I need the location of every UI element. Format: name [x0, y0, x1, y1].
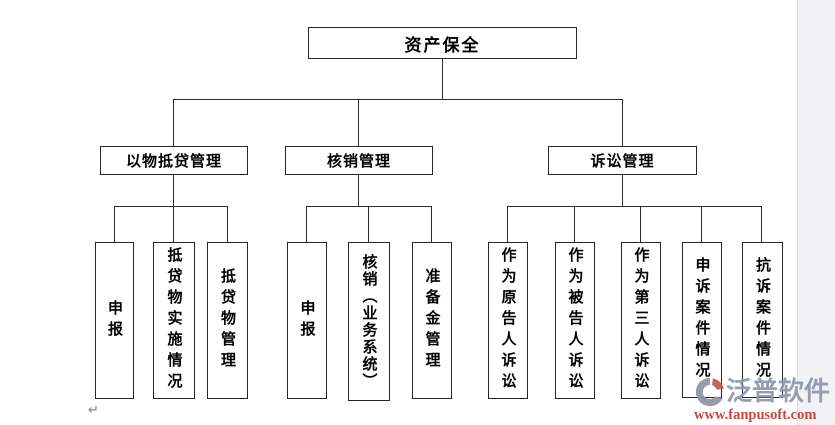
- connector: [173, 99, 174, 147]
- connector: [574, 206, 575, 242]
- leaf-node-label: 准备金管理: [423, 268, 442, 373]
- leaf-node-label: 申报: [298, 299, 317, 342]
- connector: [640, 206, 641, 242]
- connector: [442, 58, 443, 100]
- page-gutter: [797, 0, 835, 425]
- branch-node-label: 以物抵贷管理: [125, 152, 222, 170]
- connector: [173, 206, 174, 242]
- leaf-node-label: 抵贷物管理: [219, 268, 237, 373]
- watermark-url: www.fanpusoft.com: [694, 407, 817, 423]
- connector: [761, 206, 762, 242]
- branch-node-label: 诉讼管理: [590, 152, 655, 170]
- paragraph-mark: ↵: [88, 403, 99, 418]
- branch-node-litigation: 诉讼管理: [548, 146, 697, 175]
- connector: [358, 99, 359, 147]
- leaf-node: 抵贷物实施情况: [153, 242, 195, 399]
- branch-node-label: 核销管理: [326, 152, 391, 170]
- connector: [173, 174, 174, 207]
- connector: [358, 174, 359, 207]
- connector: [306, 206, 307, 242]
- leaf-node-label: 作为第三人诉讼: [632, 247, 651, 394]
- leaf-node-label: 核销（业务系统）: [360, 253, 379, 390]
- branch-node-writeoff: 核销管理: [285, 146, 433, 175]
- leaf-node: 作为被告人诉讼: [555, 242, 595, 399]
- connector: [701, 206, 702, 242]
- connector: [306, 206, 432, 207]
- leaf-node-label: 作为原告人诉讼: [499, 247, 518, 394]
- leaf-node-label: 申诉案件情况: [693, 257, 712, 383]
- leaf-node-label: 作为被告人诉讼: [566, 247, 585, 394]
- connector: [507, 206, 508, 242]
- fanpu-logo-icon: [695, 377, 724, 407]
- leaf-node-label: 抵贷物实施情况: [165, 247, 184, 394]
- connector: [173, 99, 623, 100]
- leaf-node: 申报: [287, 242, 327, 399]
- connector: [622, 99, 623, 147]
- leaf-node: 申诉案件情况: [682, 242, 722, 398]
- leaf-node: 核销（业务系统）: [348, 242, 390, 401]
- leaf-node: 作为原告人诉讼: [488, 242, 528, 399]
- connector: [114, 206, 228, 207]
- connector: [431, 206, 432, 242]
- leaf-node: 抗诉案件情况: [742, 242, 783, 398]
- watermark: 泛普软件 www.fanpusoft.com: [694, 376, 834, 423]
- leaf-node-label: 抗诉案件情况: [754, 257, 772, 383]
- root-node-label: 资产保全: [404, 35, 481, 56]
- connector: [622, 174, 623, 207]
- watermark-brand: 泛普软件: [726, 377, 831, 407]
- leaf-node: 准备金管理: [412, 242, 452, 399]
- leaf-node: 抵贷物管理: [207, 242, 248, 399]
- leaf-node: 作为第三人诉讼: [621, 242, 661, 399]
- leaf-node: 申报: [95, 242, 134, 399]
- root-node: 资产保全: [308, 27, 577, 59]
- branch-node-collateral: 以物抵贷管理: [100, 146, 248, 175]
- connector: [507, 206, 762, 207]
- connector: [368, 206, 369, 242]
- connector: [114, 206, 115, 242]
- connector: [227, 206, 228, 242]
- leaf-node-label: 申报: [106, 299, 124, 342]
